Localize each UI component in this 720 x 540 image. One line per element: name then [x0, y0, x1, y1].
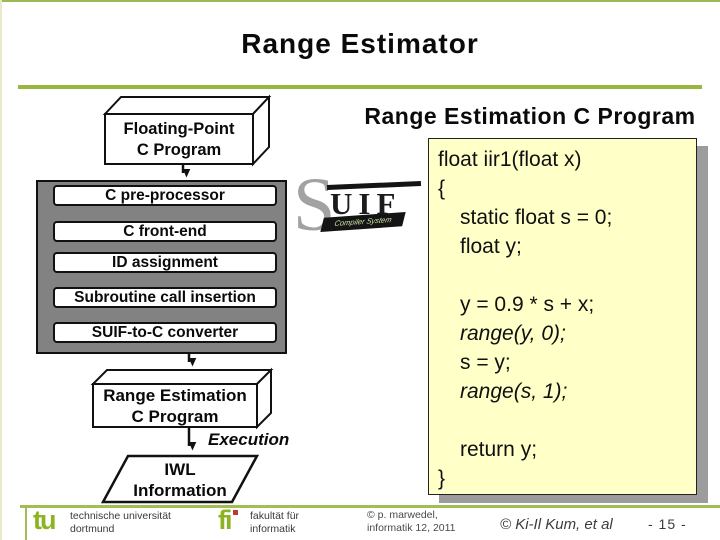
code-line: range(s, 1); — [460, 380, 568, 403]
university-line1: technische universität — [70, 510, 171, 522]
range-estimation-box — [90, 367, 274, 430]
code-panel-heading: Range Estimation C Program — [364, 103, 696, 129]
code-line: range(y, 0); — [460, 322, 566, 345]
fi-faculty-logo: fi — [218, 505, 232, 535]
code-line: float y; — [460, 235, 522, 258]
code-line — [438, 261, 696, 290]
code-line: { — [438, 177, 446, 200]
floating-point-box-label: Floating-Point C Program — [105, 119, 253, 161]
university-name: technische universität dortmund — [70, 510, 171, 536]
left-edge-line — [0, 0, 2, 540]
range-estimation-line2: C Program — [131, 407, 219, 426]
faculty-line1: fakultät für — [250, 510, 300, 522]
code-panel: float iir1(float x) { static float s = 0… — [428, 138, 697, 495]
floating-point-line2: C Program — [136, 141, 222, 159]
copyright-line2: informatik 12, 2011 — [367, 522, 456, 534]
iwl-line1: IWL — [164, 460, 196, 479]
fi-logo-dot — [233, 510, 238, 515]
iwl-parallelogram — [100, 454, 260, 504]
floating-point-line1: Floating-Point — [123, 120, 235, 138]
code-line: float iir1(float x) — [438, 148, 582, 171]
title-divider — [18, 85, 702, 89]
pipeline-step: SUIF-to-C converter — [53, 322, 277, 343]
range-estimation-box-label: Range Estimation C Program — [93, 385, 257, 427]
code-line: return y; — [460, 438, 538, 461]
pipeline-step: C pre-processor — [53, 185, 277, 206]
faculty-line2: informatik — [250, 523, 296, 535]
code-line: static float s = 0; — [460, 206, 613, 229]
iwl-information-label: IWL Information — [103, 459, 257, 501]
footer-divider-tick — [25, 505, 27, 540]
code-line: y = 0.9 * s + x; — [460, 293, 595, 316]
footer-divider — [20, 505, 720, 508]
page-title: Range Estimator — [241, 28, 479, 59]
code-line: s = y; — [460, 351, 511, 374]
iwl-line2: Information — [133, 481, 227, 500]
code-line: } — [438, 467, 446, 490]
university-line2: dortmund — [70, 523, 115, 535]
copyright-note: © p. marwedel, informatik 12, 2011 — [367, 509, 456, 535]
pipeline-step: C front-end — [53, 221, 277, 242]
range-estimation-line1: Range Estimation — [103, 386, 247, 405]
copyright-line1: © p. marwedel, — [367, 509, 438, 521]
execution-label: Execution — [208, 430, 290, 449]
top-edge-line — [0, 0, 720, 2]
floating-point-box — [102, 94, 272, 167]
tu-dortmund-logo: tu — [33, 505, 57, 535]
attribution-note: © Ki-Il Kum, et al — [500, 516, 613, 533]
code-line — [438, 406, 696, 435]
pipeline-step: ID assignment — [53, 252, 277, 273]
pipeline-step: Subroutine call insertion — [53, 287, 277, 308]
slide-page-number: - 15 - — [648, 516, 687, 532]
faculty-name: fakultät für informatik — [250, 510, 299, 536]
